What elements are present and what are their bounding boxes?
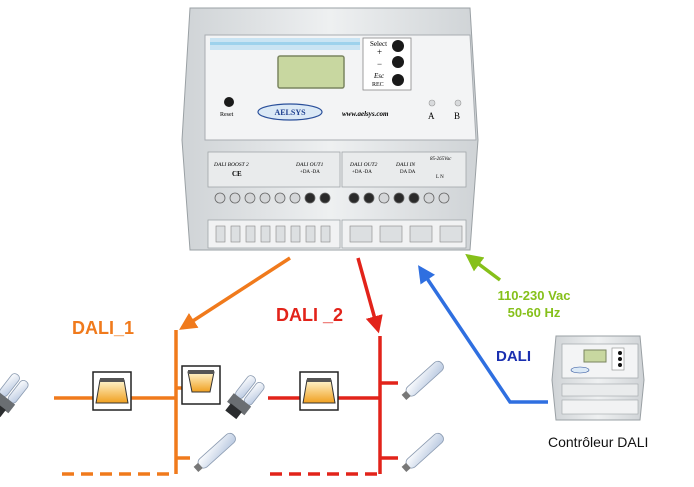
terminal-screw [408, 192, 420, 204]
dali2-label: DALI _2 [276, 305, 344, 325]
terminal-screw [289, 192, 301, 204]
out2-pins: +DA -DA [352, 170, 372, 175]
led-b-label: B [454, 111, 460, 121]
in-pins: DA DA [400, 170, 416, 175]
terminal-clip [290, 225, 301, 243]
terminal-screw [214, 192, 226, 204]
lcd-display [277, 55, 345, 89]
rec-label: REC [372, 82, 384, 88]
aelsys-logo [257, 103, 323, 121]
brand-text: AELSYS [274, 108, 306, 117]
recessed-downlight-icon [92, 371, 132, 411]
power-line1: 110-230 Vac [497, 288, 571, 303]
fluorescent-tube-icon [401, 360, 444, 401]
terminal-clip [230, 225, 241, 243]
terminal-clip [260, 225, 271, 243]
power-spec-label: 85-265Vac [430, 157, 452, 162]
plus-label: + [377, 47, 382, 57]
dali-label: DALI [496, 348, 531, 365]
esc-label: Esc [373, 72, 385, 80]
terminal-screw [348, 192, 360, 204]
reset-button[interactable] [224, 97, 234, 107]
led-b [454, 99, 462, 107]
power-line2: 50-60 Hz [507, 305, 561, 320]
led-a [428, 99, 436, 107]
esc-button[interactable] [392, 74, 404, 86]
recessed-downlight-icon [299, 371, 339, 411]
in-label: DALI IN [395, 162, 415, 168]
terminal-screws-left [214, 192, 331, 204]
power-arrow [465, 253, 502, 282]
terminal-clips [215, 225, 463, 243]
website-text: www.aelsys.com [342, 110, 389, 118]
terminal-screw [319, 192, 331, 204]
terminal-clip [305, 225, 316, 243]
select-button[interactable] [392, 40, 404, 52]
dali2-line [268, 257, 398, 476]
power-supply-label: 110-230 Vac 50-60 Hz [486, 287, 582, 321]
terminal-clip [245, 225, 256, 243]
terminal-screw [423, 192, 435, 204]
dali1-label: DALI_1 [72, 318, 135, 338]
terminal-clip [379, 225, 403, 243]
terminal-clip [275, 225, 286, 243]
fluorescent-tube-icon [193, 432, 236, 473]
terminal-screw [304, 192, 316, 204]
terminal-screws-right [348, 192, 450, 204]
terminal-clip [439, 225, 463, 243]
cfl-bulb-icon [225, 375, 265, 420]
recessed-downlight-icon [181, 365, 221, 405]
terminal-screw [274, 192, 286, 204]
out1-pins: +DA -DA [300, 170, 320, 175]
fluorescent-tube-icon [401, 432, 444, 473]
dali-controller-line [418, 265, 548, 404]
terminal-clip [320, 225, 331, 243]
terminal-clip [215, 225, 226, 243]
terminal-screw [259, 192, 271, 204]
terminal-screw [438, 192, 450, 204]
minus-button[interactable] [392, 56, 404, 68]
cfl-bulb-icon [0, 373, 29, 418]
dali-boost-module: Select + − Esc REC Reset AELSYS www.aels… [181, 7, 479, 251]
model-label: DALI BOOST 2 [213, 162, 249, 168]
terminal-screw [363, 192, 375, 204]
select-label: Select [370, 40, 387, 48]
power-pins: L N [436, 175, 444, 180]
minus-label: − [377, 59, 382, 69]
terminal-screw [378, 192, 390, 204]
controller-label: Contrôleur DALI [548, 434, 649, 450]
terminal-clip [409, 225, 433, 243]
terminal-screw [393, 192, 405, 204]
dali-controller-icon [551, 335, 645, 421]
reset-label: Reset [220, 112, 234, 118]
terminal-screw [244, 192, 256, 204]
terminal-screw [229, 192, 241, 204]
led-a-label: A [428, 111, 435, 121]
out1-label: DALI OUT1 [295, 162, 324, 168]
dali1-line [54, 256, 291, 476]
out2-label: DALI OUT2 [349, 162, 378, 168]
ce-mark: CE [232, 170, 242, 178]
terminal-clip [349, 225, 373, 243]
